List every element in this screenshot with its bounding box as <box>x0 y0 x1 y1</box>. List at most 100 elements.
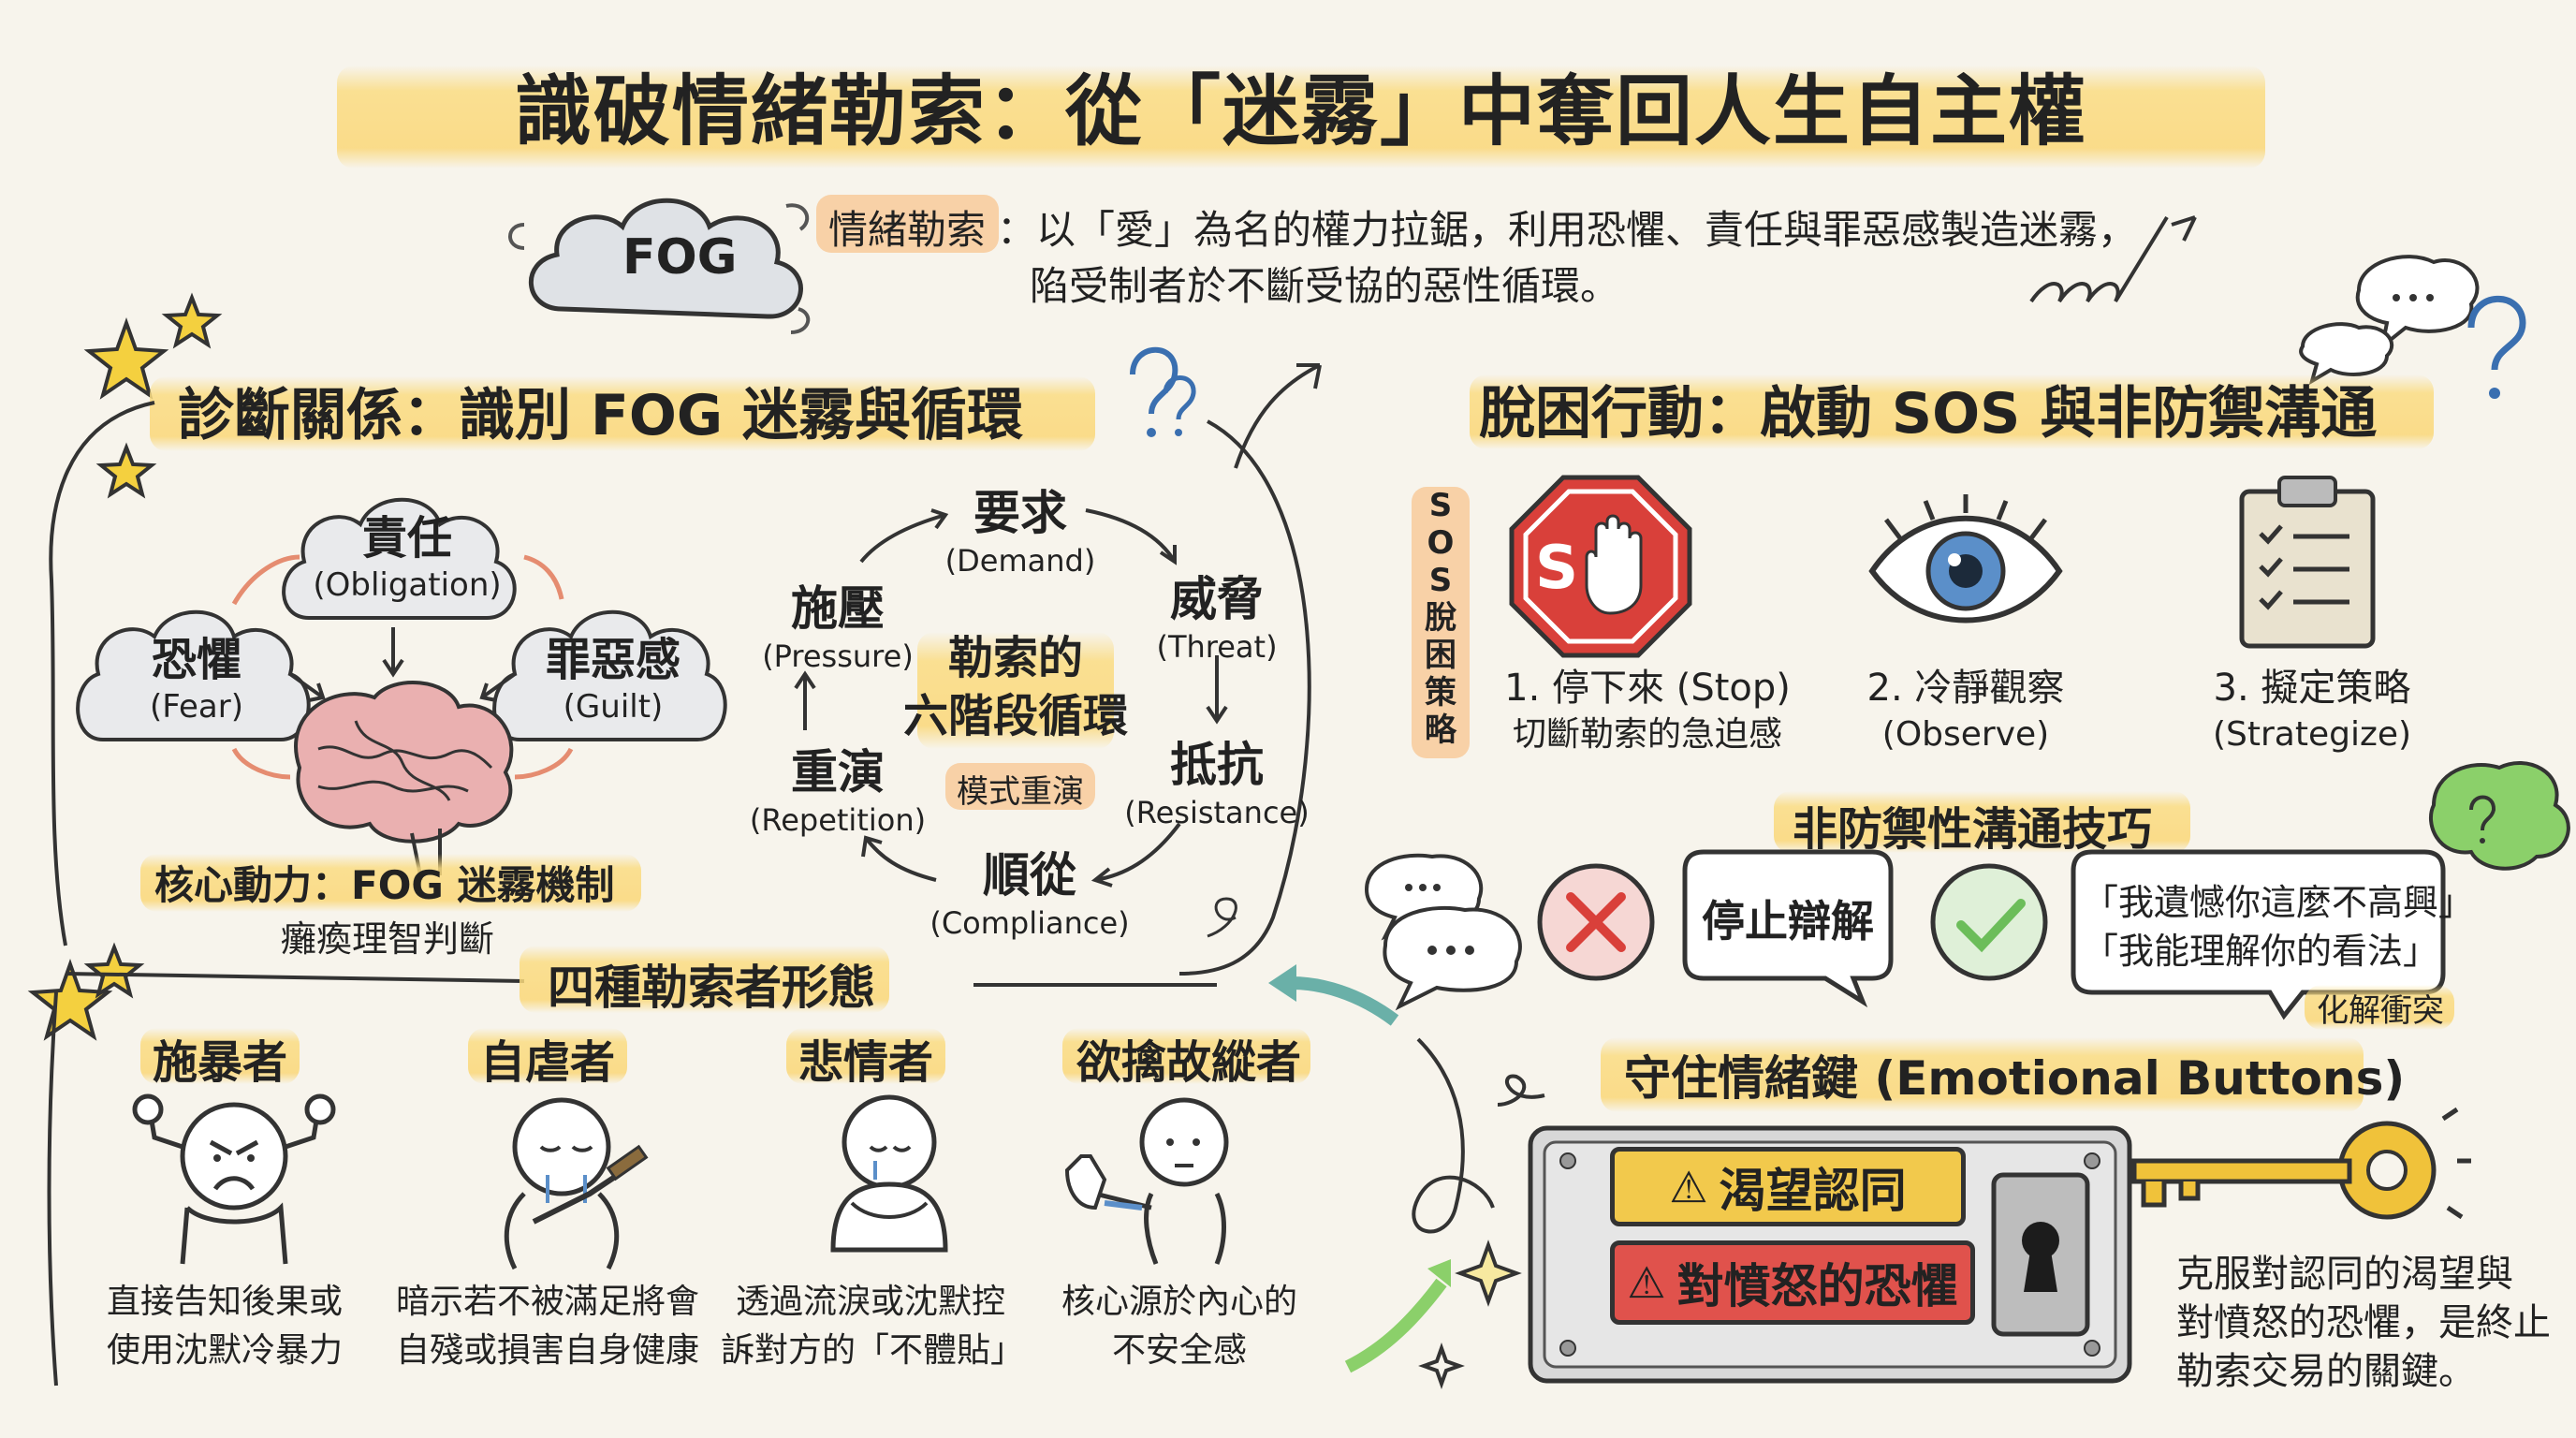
fog-fear-en: (Fear) <box>150 688 243 726</box>
cycle-node-repetition: 重演 (Repetition) <box>730 735 945 838</box>
type-3-highlight <box>786 1028 945 1084</box>
type-1-name: 施暴者 <box>152 1036 287 1089</box>
comm-resolve-highlight <box>2305 985 2454 1030</box>
cycle-node-compliance-zh: 順從 <box>983 848 1076 902</box>
page-title: 識破情緒勒索：從「迷霧」中奪回人生自主權 <box>514 67 2087 156</box>
cycle-node-pressure: 施壓 (Pressure) <box>739 571 936 674</box>
stop-sign-letter: S <box>1535 534 1579 603</box>
clipboard-icon <box>2239 476 2376 649</box>
fog-obligation-zh: 責任 <box>361 512 452 565</box>
cycle-tag: 模式重演 <box>957 773 1084 811</box>
diagnose-title: 診斷關係：識別 FOG 迷霧與循環 <box>178 383 1024 448</box>
emotional-button-approval-label: 渴望認同 <box>1719 1163 1907 1218</box>
sos-side-char-3: S <box>1428 562 1453 599</box>
cycle-center: 勒索的 六階段循環 <box>880 629 1151 745</box>
type-3-desc-line1: 透過流淚或沈默控 <box>735 1283 1005 1321</box>
sos-side-char-6: 策 <box>1425 674 1456 712</box>
stop-sign-icon <box>1509 475 1692 658</box>
type-1-desc-line1: 直接告知後果或 <box>106 1283 343 1321</box>
fog-fear-zh: 恐懼 <box>151 634 242 686</box>
fog-core-title: 核心動力：FOG 迷霧機制 <box>154 862 615 908</box>
type-3-name: 悲情者 <box>798 1036 933 1089</box>
comm-phrase-2: 「我能理解你的看法」 <box>2083 931 2439 972</box>
cycle-node-pressure-en: (Pressure) <box>762 638 914 674</box>
intro-line2: 陷受制者於不斷受協的惡性循環。 <box>1030 263 1620 309</box>
cycle-node-resistance-zh: 抵抗 <box>1170 738 1264 792</box>
figure-punisher-icon <box>132 1093 336 1265</box>
type-4-desc-line1: 核心源於內心的 <box>1061 1283 1297 1321</box>
figure-tantalizer-icon <box>1064 1097 1229 1265</box>
type-4-desc-line2: 不安全感 <box>1111 1331 1247 1370</box>
fog-guilt: 罪惡感 (Guilt) <box>505 623 721 726</box>
type-2-highlight <box>468 1028 627 1084</box>
fog-obligation-en: (Obligation) <box>313 566 502 604</box>
sos-step-2-name: 2. 冷靜觀察 <box>1866 667 2065 710</box>
cycle-node-threat-zh: 威脅 <box>1170 572 1264 626</box>
type-4-highlight <box>1062 1028 1310 1084</box>
fog-label: FOG <box>622 229 738 286</box>
cycle-tag-highlight <box>945 763 1095 810</box>
title-highlight <box>337 66 2265 169</box>
cycle-node-demand-zh: 要求 <box>973 486 1067 540</box>
cycle-node-resistance: 抵抗 (Resistance) <box>1114 727 1320 830</box>
cycle-node-pressure-zh: 施壓 <box>791 581 885 636</box>
figure-self-punisher-icon <box>504 1097 649 1270</box>
comm-phrase-1: 「我遺憾你這麼不高興」 <box>2083 882 2475 923</box>
diagnose-title-highlight <box>150 376 1095 451</box>
buttons-note-line2: 對憤怒的恐懼，是終止 <box>2176 1301 2551 1344</box>
buttons-note: 克服對認同的渴望與 對憤怒的恐懼，是終止 勒索交易的關鍵。 <box>2176 1250 2551 1396</box>
figure-sufferer-icon <box>830 1094 948 1253</box>
sos-side-char-1: S <box>1428 487 1453 524</box>
buttons-title-highlight <box>1601 1037 2364 1112</box>
cycle-node-demand: 要求 (Demand) <box>936 476 1105 579</box>
fog-core-highlight <box>140 854 641 912</box>
intro-term: 情緒勒索 <box>828 207 987 253</box>
key-icon <box>2131 1107 2471 1220</box>
intro-line1: ：以「愛」為名的權力拉鋸，利用恐懼、責任與罪惡感製造迷霧， <box>997 207 2138 253</box>
sos-side-label: S O S 脫 困 策 略 <box>1412 487 1470 749</box>
cycle-node-threat: 威脅 (Threat) <box>1123 562 1310 665</box>
warning-icon: ⚠ <box>1627 1257 1666 1308</box>
cycle-node-repetition-en: (Repetition) <box>749 802 927 838</box>
fog-guilt-zh: 罪惡感 <box>545 634 681 686</box>
escape-title-highlight <box>1470 374 2434 449</box>
cycle-node-threat-en: (Threat) <box>1156 629 1278 665</box>
type-3-desc-line2: 訴對方的「不體貼」 <box>721 1331 1025 1370</box>
warning-icon: ⚠ <box>1669 1161 1708 1212</box>
comm-title-highlight <box>1774 791 2190 853</box>
type-1-desc: 直接告知後果或 使用沈默冷暴力 <box>75 1278 374 1375</box>
type-1-desc-line2: 使用沈默冷暴力 <box>106 1331 343 1370</box>
type-2-desc: 暗示若不被滿足將會 自殘或損害自身健康 <box>374 1278 721 1375</box>
buttons-title-text: 守住情緒鍵 (Emotional Buttons) <box>1624 1051 2406 1106</box>
fog-obligation: 責任 (Obligation) <box>300 501 515 604</box>
buttons-title: 守住情緒鍵 (Emotional Buttons) <box>1624 1041 2405 1108</box>
emotional-button-approval: ⚠ 渴望認同 <box>1610 1147 1966 1226</box>
buttons-note-line3: 勒索交易的關鍵。 <box>2176 1350 2476 1393</box>
types-title: 四種勒索者形態 <box>548 961 875 1015</box>
type-4-name: 欲擒故縱者 <box>1076 1036 1301 1089</box>
buttons-note-line1: 克服對認同的渴望與 <box>2176 1253 2513 1296</box>
cycle-node-resistance-en: (Resistance) <box>1124 795 1310 830</box>
comm-title: 非防禦性溝通技巧 <box>1793 803 2153 856</box>
type-3-desc: 透過流淚或沈默控 訴對方的「不體貼」 <box>721 1278 1025 1375</box>
emotional-button-anger-fear-label: 對憤怒的恐懼 <box>1676 1259 1958 1313</box>
sos-step-1-name: 1. 停下來 (Stop) <box>1504 667 1791 710</box>
sos-step-3: 3. 擬定策略 (Strategize) <box>2153 665 2471 758</box>
sos-side-highlight <box>1412 487 1470 758</box>
fog-guilt-en: (Guilt) <box>563 688 664 726</box>
intro-term-highlight <box>816 195 999 253</box>
emotional-button-anger-fear: ⚠ 對憤怒的恐懼 <box>1610 1240 1975 1325</box>
type-2-desc-line2: 自殘或損害自身健康 <box>395 1331 699 1370</box>
cycle-node-demand-en: (Demand) <box>944 543 1096 579</box>
cycle-node-compliance-en: (Compliance) <box>929 905 1130 941</box>
cycle-center-line2: 六階段循環 <box>902 690 1128 742</box>
sos-step-1: 1. 停下來 (Stop) 切斷勒索的急迫感 <box>1460 665 1835 758</box>
sos-step-3-name: 3. 擬定策略 <box>2213 667 2411 710</box>
cycle-center-line1: 勒索的 <box>947 632 1083 684</box>
eye-icon <box>1868 494 2063 624</box>
type-4-desc: 核心源於內心的 不安全感 <box>1039 1278 1320 1375</box>
